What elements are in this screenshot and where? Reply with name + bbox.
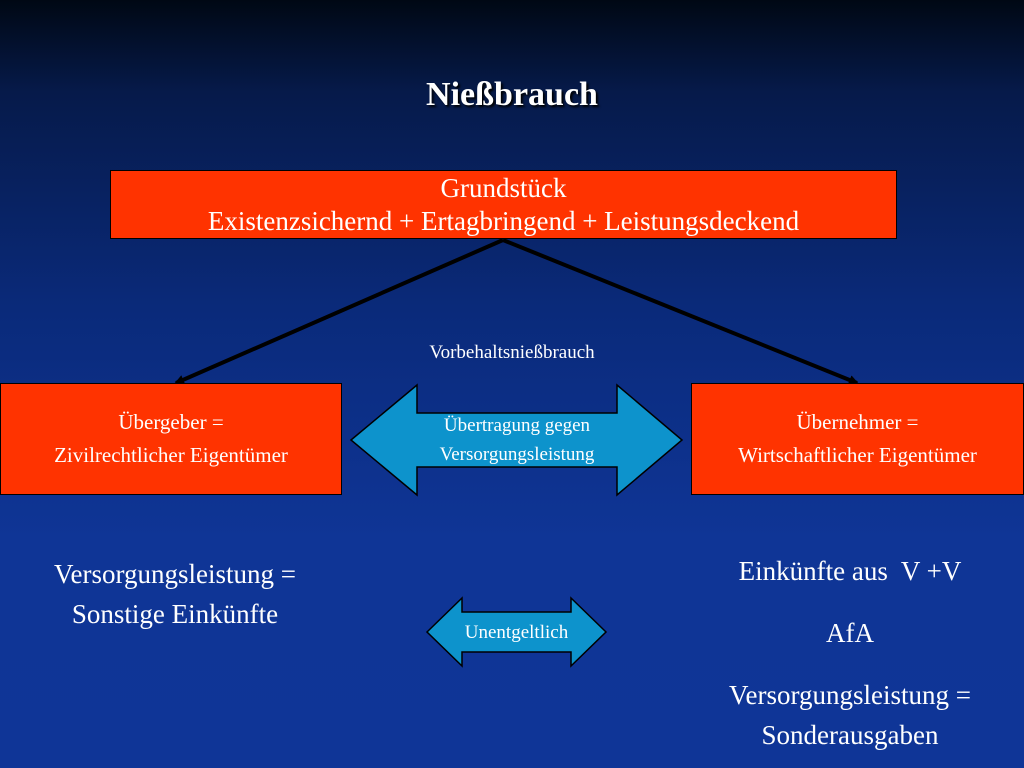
right-text-block: Einkünfte aus V +V AfA Versorgungsleistu…	[686, 551, 1014, 755]
grundstueck-attributes: Existenzsichernd + Ertagbringend + Leist…	[207, 205, 800, 236]
uebernehmer-role: Wirtschaftlicher Eigentümer	[738, 443, 977, 467]
transfer-arrow-line1: Übertragung gegen	[443, 415, 591, 436]
uebernehmer-label: Übernehmer =	[796, 410, 919, 434]
grundstueck-label: Grundstück	[440, 172, 567, 203]
transfer-double-arrow	[349, 383, 684, 497]
vorbehaltsniessbrauch-label: Vorbehaltsnießbrauch	[429, 342, 595, 363]
transfer-arrow-text: Übertragung gegen Versorgungsleistung	[400, 411, 634, 469]
right-text-line4: Sonderausgaben	[761, 720, 939, 750]
left-text-line2: Sonstige Einkünfte	[71, 599, 279, 629]
unentgeltlich-double-arrow	[425, 596, 608, 668]
transfer-arrow-line2: Versorgungsleistung	[439, 444, 595, 465]
uebergeber-box: Übergeber = Zivilrechtlicher Eigentümer	[0, 383, 342, 495]
connector-arrow-left	[174, 238, 504, 385]
uebergeber-role: Zivilrechtlicher Eigentümer	[54, 443, 288, 467]
left-text-line1: Versorgungsleistung =	[54, 559, 296, 589]
connector-arrow-right	[502, 238, 859, 385]
right-text-line3: Versorgungsleistung =	[729, 680, 971, 710]
left-text-block: Versorgungsleistung = Sonstige Einkünfte	[10, 554, 340, 634]
right-text-afa: AfA	[826, 618, 874, 648]
slide-title: Nießbrauch	[426, 76, 598, 113]
unentgeltlich-label: Unentgeltlich	[464, 622, 569, 643]
right-text-einkuenfte: Einkünfte aus V +V	[738, 556, 962, 586]
grundstueck-box: Grundstück Existenzsichernd + Ertagbring…	[110, 170, 897, 239]
uebernehmer-box: Übernehmer = Wirtschaftlicher Eigentümer	[691, 383, 1024, 495]
uebergeber-label: Übergeber =	[118, 410, 224, 434]
